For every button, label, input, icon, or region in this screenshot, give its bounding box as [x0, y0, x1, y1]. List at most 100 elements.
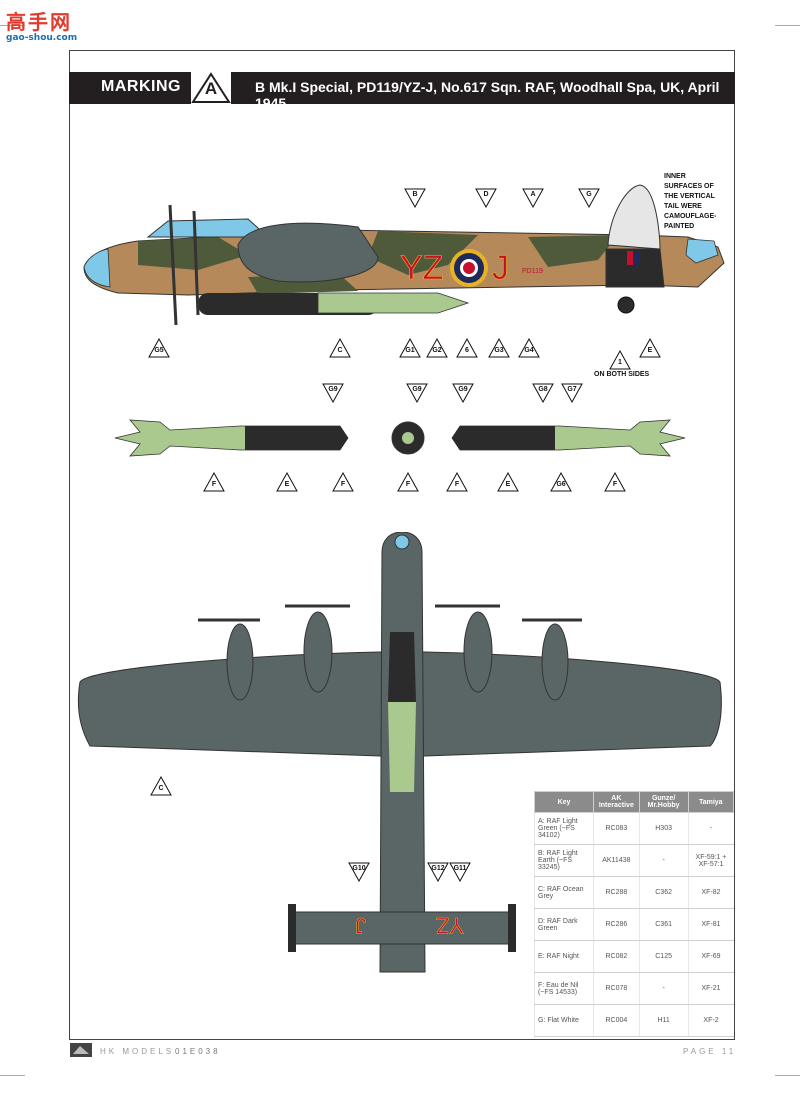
bomb-front-view-inner [402, 432, 414, 444]
tail-wheel [617, 296, 635, 314]
header-gunze: Gunze/ Mr.Hobby [638, 791, 689, 813]
marker-label: E [284, 481, 290, 488]
marker-triangle-up [397, 472, 419, 492]
fin-flash-red [627, 251, 633, 265]
marking-label: MARKING [101, 78, 181, 95]
marker-label: 1 [618, 359, 622, 366]
marker-label: G11 [453, 865, 467, 872]
marker-label: A [530, 191, 536, 198]
marker-label: C [337, 347, 343, 354]
marker-triangle-up [518, 338, 540, 358]
marker-triangle-down [475, 188, 497, 208]
camo-green-patch [138, 237, 248, 270]
marker-triangle-up [399, 338, 421, 358]
scheme-letter-box: A [191, 72, 231, 104]
outer-nacelle-right [541, 623, 569, 701]
marker-triangle-up [148, 338, 170, 358]
camo-green-patch [528, 235, 618, 267]
wing-code-right: YZ [436, 913, 464, 938]
marker-triangle-up [332, 472, 354, 492]
header-key: Key [534, 791, 594, 813]
marker-triangle-down [427, 862, 449, 882]
both-sides-note: ON BOTH SIDES [594, 371, 650, 378]
vertical-tail-night [605, 248, 665, 288]
footer-page: PAGE 11 [683, 1047, 737, 1056]
inner-nacelle-right [463, 611, 493, 693]
table-row: B: RAF Light Earth (~FS 33245) AK11438 -… [534, 844, 734, 877]
table-row: G: Flat White RC004 H11 XF-2 [534, 1004, 734, 1037]
table-row: E: RAF Night RC082 C125 XF-69 [534, 940, 734, 973]
marker-triangle-up [497, 472, 519, 492]
marker-triangle-up [203, 472, 225, 492]
tailplane [289, 911, 516, 945]
footer-brand: HK MODELS [100, 1047, 175, 1056]
scheme-letter: A [204, 79, 218, 98]
crop-mark [775, 25, 800, 26]
side-view-profile: YZ J PD119 [83, 184, 725, 325]
marker-label: F [340, 481, 346, 488]
bomb-green-section [388, 702, 416, 792]
rear-turret [685, 238, 719, 264]
marker-label: G12 [431, 865, 445, 872]
marker-triangle-down [522, 188, 544, 208]
color-key-table: Key AK Interactive Gunze/ Mr.Hobby Tamiy… [534, 791, 735, 1037]
hk-logo-icon [70, 1043, 92, 1057]
serial-number: PD119 [522, 268, 543, 275]
marker-label: G1 [405, 347, 415, 354]
inner-surfaces-note: INNER SURFACES OF THE VERTICAL TAIL WERE… [664, 173, 717, 230]
marker-triangle-down [449, 862, 471, 882]
wing-code-left: J [355, 913, 366, 938]
marker-triangle-down [348, 862, 370, 882]
marker-label: G5 [154, 347, 164, 354]
triangle-icon [191, 72, 231, 103]
marker-triangle-down [452, 383, 474, 403]
marker-label: G7 [567, 386, 577, 393]
header-tamiya: Tamiya [687, 791, 735, 813]
marker-label: G2 [432, 347, 442, 354]
bomb-left-nose [245, 426, 348, 450]
footer-code: 01E038 [175, 1047, 221, 1056]
table-row: C: RAF Ocean Grey RC288 C362 XF-82 [534, 876, 734, 909]
table-row: F: Eau de Nil (~FS 14533) RC078 - XF-21 [534, 972, 734, 1005]
marker-triangle-up [604, 472, 626, 492]
marker-triangle-down [322, 383, 344, 403]
marker-label: 6 [465, 347, 469, 354]
marker-label: G10 [352, 865, 366, 872]
site-watermark: 高手网 gao-shou.com [6, 6, 77, 43]
crop-mark [0, 1075, 25, 1076]
plan-view: J YZ [77, 532, 722, 973]
marker-label: G3 [494, 347, 504, 354]
inner-nacelle-left [303, 611, 333, 693]
wing-root-fairing [237, 222, 379, 283]
marker-triangle-up [550, 472, 572, 492]
table-row: D: RAF Dark Green RC286 C361 XF-81 [534, 908, 734, 941]
marker-label: G6 [556, 481, 566, 488]
marker-label: F [211, 481, 217, 488]
marker-label: E [647, 347, 653, 354]
marker-label: F [612, 481, 618, 488]
marker-label: G9 [458, 386, 468, 393]
marker-label: G8 [538, 386, 548, 393]
marker-label: E [505, 481, 511, 488]
table-row: A: RAF Light Green (~FS 34102) RC083 H30… [534, 812, 734, 845]
marker-triangle-up [150, 776, 172, 796]
scheme-title: B Mk.I Special, PD119/YZ-J, No.617 Sqn. … [255, 79, 720, 111]
marker-triangle-up [329, 338, 351, 358]
marker-triangle-down [404, 188, 426, 208]
color-key-header: Key AK Interactive Gunze/ Mr.Hobby Tamiy… [534, 791, 735, 813]
vertical-tail-white [607, 184, 661, 250]
marker-label: F [405, 481, 411, 488]
fin-right [508, 904, 516, 952]
bomb-right-nose [452, 426, 555, 450]
cockpit-canopy [146, 218, 270, 238]
bomb-dark-section [388, 632, 416, 702]
marker-label: G9 [328, 386, 338, 393]
code-left: YZ [400, 249, 443, 287]
marker-triangle-down [532, 383, 554, 403]
marker-triangle-up [639, 338, 661, 358]
bomb-views [114, 419, 686, 457]
marker-label: G4 [524, 347, 534, 354]
marker-label: F [454, 481, 460, 488]
crop-mark [775, 1075, 800, 1076]
marker-label: C [158, 785, 164, 792]
